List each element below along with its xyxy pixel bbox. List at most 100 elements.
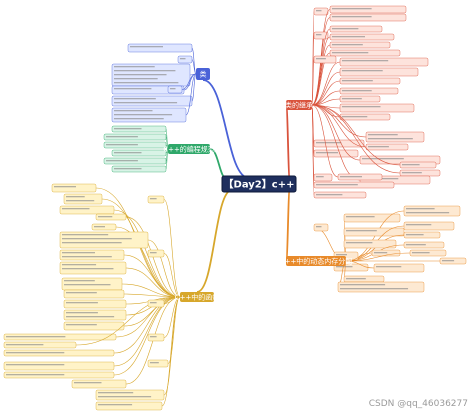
top-link: [191, 73, 197, 102]
yellow-leaf-text-line: [66, 302, 98, 304]
connector-root-green: [209, 148, 229, 181]
red-leaf-text-line: [332, 28, 359, 30]
branch-label-green: C++的编程规范: [163, 145, 215, 154]
orange-leaf-text-line: [406, 208, 435, 210]
yellow-leaf: [63, 309, 127, 321]
branch-node-orange: [286, 256, 346, 266]
yellow-leaf-text-line: [62, 234, 109, 236]
yellow-leaf-text-line: [62, 268, 114, 270]
top-link: [191, 59, 197, 75]
red-leaf-text-line: [332, 8, 372, 10]
orange-leaf-text-line: [374, 252, 388, 254]
red-leaf-text-line: [342, 80, 373, 82]
red-leaf: [339, 57, 429, 67]
yellow-link: [113, 296, 181, 376]
yellow-link: [147, 239, 181, 298]
yellow-leaf-text-line: [62, 238, 132, 240]
orange-leaf-text-line: [340, 288, 409, 290]
top-leaf-text-line: [114, 98, 156, 100]
yellow-link: [115, 226, 181, 298]
orange-leaf-text-line: [346, 242, 373, 244]
top-leaf: [167, 85, 183, 94]
top-leaf-text-line: [114, 82, 179, 84]
red-leaf-text-line: [332, 52, 369, 54]
red-leaf: [329, 5, 407, 14]
red-leaf-text-line: [402, 164, 420, 166]
branch-label-orange: C++中的动态内存分配: [280, 257, 353, 266]
red-leaf-text-line: [316, 184, 358, 186]
yellow-leaf-text-line: [66, 312, 98, 314]
yellow-leaf-text-line: [6, 374, 65, 376]
top-link: [181, 73, 197, 90]
yellow-link: [163, 296, 181, 338]
red-leaf-text-line: [342, 116, 368, 118]
yellow-leaf-text-line: [62, 264, 97, 266]
orange-leaf-text-line: [406, 244, 426, 246]
yellow-leaf: [147, 299, 165, 308]
branch-label-top: 类: [200, 70, 207, 79]
green-leaf-text-line: [114, 128, 142, 130]
yellow-leaf: [63, 299, 127, 309]
yellow-leaf: [147, 249, 165, 258]
red-link: [311, 61, 341, 106]
branch-node-yellow: [180, 292, 214, 302]
yellow-leaf: [59, 205, 115, 215]
yellow-leaf-text-line: [62, 256, 112, 258]
red-link: [311, 104, 339, 178]
branch-label-yellow: C++中的函数: [175, 293, 220, 302]
red-leaf: [365, 131, 425, 143]
orange-leaf: [343, 227, 405, 237]
yellow-leaf-text-line: [150, 336, 157, 338]
yellow-leaf-text-line: [62, 242, 122, 244]
green-leaf-text-line: [106, 144, 138, 146]
red-leaf-text-line: [316, 58, 326, 60]
yellow-leaf-text-line: [64, 284, 111, 286]
orange-leaf-text-line: [316, 226, 322, 228]
green-leaf-text-line: [106, 136, 138, 138]
branch-node-top: [196, 68, 210, 80]
yellow-leaf: [147, 333, 165, 342]
orange-leaf-text-line: [412, 252, 430, 254]
top-leaf-text-line: [170, 88, 176, 90]
red-leaf-text-line: [342, 60, 389, 62]
red-leaf-text-line: [340, 176, 362, 178]
orange-leaf: [403, 221, 455, 231]
branch-node-green: [168, 144, 210, 154]
top-leaf: [127, 43, 193, 53]
top-leaf-text-line: [114, 114, 173, 116]
red-leaf-text-line: [342, 70, 383, 72]
top-leaf-text-line: [180, 58, 186, 60]
yellow-leaf-text-line: [74, 382, 102, 384]
red-leaf: [313, 7, 329, 16]
orange-leaf-text-line: [336, 266, 353, 268]
yellow-link: [125, 267, 181, 298]
green-link: [165, 148, 169, 170]
yellow-leaf-text-line: [94, 226, 105, 228]
yellow-leaf-text-line: [66, 196, 85, 198]
yellow-leaf-text-line: [66, 316, 115, 318]
yellow-leaf-text-line: [64, 280, 95, 282]
top-leaf: [111, 95, 193, 107]
orange-leaf-text-line: [346, 216, 375, 218]
yellow-link: [163, 199, 181, 298]
red-leaf-text-line: [332, 16, 372, 18]
orange-leaf-text-line: [346, 230, 377, 232]
red-leaf-text-line: [368, 138, 413, 140]
yellow-leaf-text-line: [6, 336, 66, 338]
root-node: [221, 175, 297, 193]
top-leaf-text-line: [114, 118, 164, 120]
orange-leaf-text-line: [406, 212, 450, 214]
red-leaf-text-line: [316, 176, 324, 178]
red-link: [311, 28, 331, 106]
red-leaf-text-line: [316, 142, 342, 144]
yellow-link: [167, 296, 181, 364]
yellow-link: [163, 296, 181, 396]
connector-root-top: [202, 79, 250, 179]
top-leaf-text-line: [114, 78, 158, 80]
orange-leaf-text-line: [336, 254, 347, 256]
top-leaf-text-line: [114, 66, 155, 68]
yellow-leaf: [147, 359, 169, 368]
red-leaf-text-line: [402, 172, 422, 174]
yellow-leaf-text-line: [6, 364, 65, 366]
red-leaf-text-line: [368, 146, 389, 148]
